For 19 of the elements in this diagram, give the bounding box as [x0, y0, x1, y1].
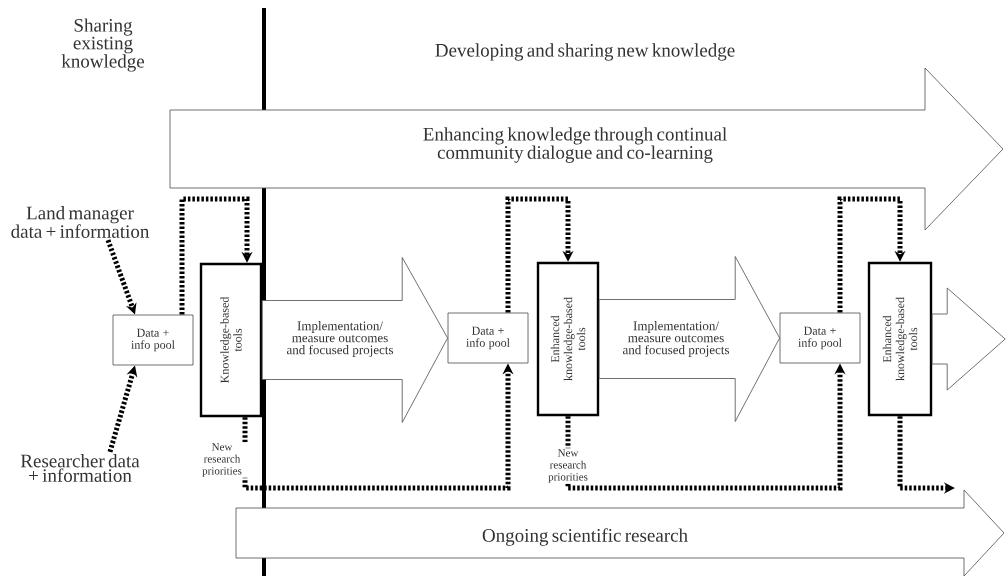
pool-box: Data + info pool — [112, 314, 194, 366]
caption: New research priorities — [541, 448, 595, 484]
edge-label: Implementation/ measure outcomes and focused projects — [279, 320, 401, 358]
tools-box: Enhanced knowledge-based tools — [536, 261, 600, 417]
pool-box: Data + info pool — [447, 312, 529, 364]
node-label: Enhancing knowledge through continual community dialogue and co-learning — [423, 127, 727, 163]
source-label: Researcher data + information — [20, 454, 140, 482]
block-arrow — [931, 287, 1006, 391]
node-label: Ongoing scientific research — [482, 528, 688, 546]
heading: Sharing existing knowledge — [61, 18, 145, 72]
tools-box: Enhanced knowledge-based tools — [867, 261, 933, 417]
tools-box: Knowledge-based tools — [199, 262, 263, 418]
dotted-arrow — [505, 196, 574, 313]
pool-box: Data + info pool — [779, 312, 861, 364]
dotted-arrow — [837, 196, 906, 313]
edge-label: Implementation/ measure outcomes and focused projects — [615, 320, 737, 358]
dotted-arrow — [179, 196, 253, 315]
caption: New research priorities — [195, 442, 249, 478]
source-label: Land manager data + information — [11, 206, 150, 238]
